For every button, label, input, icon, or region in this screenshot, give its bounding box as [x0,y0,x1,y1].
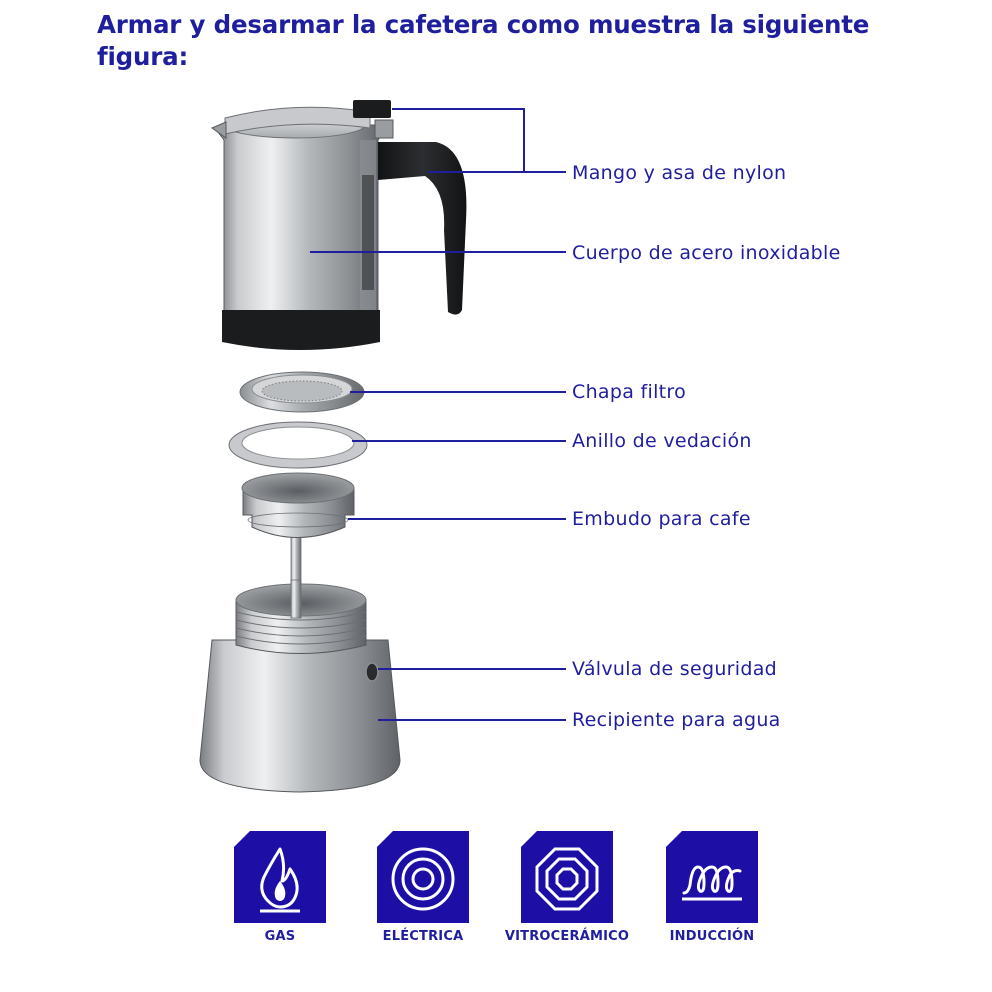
electric-label: ELÉCTRICA [382,929,464,944]
label-body: Cuerpo de acero inoxidable [572,242,841,264]
nylon-handle [353,100,467,315]
induction-coil-icon [682,865,742,901]
electric-badge [377,831,469,923]
gas-badge [234,831,326,923]
leader-lines [310,108,566,721]
leader-handle [392,108,525,173]
gas-label: GAS [264,929,296,944]
induction-label: INDUCCIÓN [669,929,755,944]
induction-badge [666,831,758,923]
filter-plate [239,371,365,413]
label-water-tank: Recipiente para agua [572,709,781,731]
label-safety-valve: Válvula de seguridad [572,658,778,680]
electric-plate-icon [391,847,455,911]
gas-flame-icon [260,847,300,913]
page-title: Armar y desarmar la cafetera como muestr… [97,10,870,71]
upper-body [210,106,385,350]
ceramic-badge [521,831,613,923]
label-filter-plate: Chapa filtro [572,381,687,403]
ceramic-hob-icon [535,847,599,911]
label-funnel: Embudo para cafe [572,508,751,530]
coffee-funnel [241,472,355,621]
water-tank [199,579,401,793]
label-handle: Mango y asa de nylon [572,162,787,184]
ceramic-label: VITROCERÁMICO [504,929,630,944]
sealing-ring [228,421,368,469]
label-sealing-ring: Anillo de vedación [572,430,752,452]
